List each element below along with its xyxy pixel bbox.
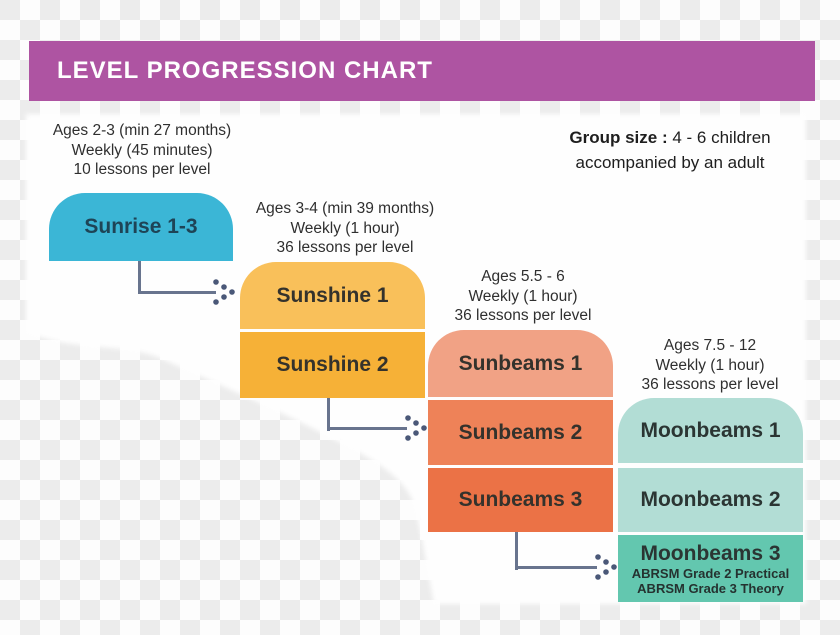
connector-vline [327, 398, 330, 431]
level-info-moonbeams: Ages 7.5 - 12 Weekly (1 hour) 36 lessons… [600, 336, 820, 395]
info-line: 36 lessons per level [454, 307, 592, 324]
level-box-label: Sunshine 2 [276, 353, 389, 376]
info-line: 10 lessons per level [73, 161, 211, 178]
level-box-label: Sunshine 1 [276, 283, 389, 307]
info-line: Ages 2-3 (min 27 months) [52, 122, 232, 139]
level-box-sunbeams-2: Sunbeams 2 [428, 400, 613, 465]
level-box-label: Sunbeams 3 [458, 488, 583, 511]
level-box-sunshine-1: Sunshine 1 [240, 262, 425, 329]
connector-hline [138, 291, 216, 294]
level-info-sunshine: Ages 3-4 (min 39 months) Weekly (1 hour)… [235, 199, 455, 258]
level-box-label: Moonbeams 1 [640, 418, 781, 442]
connector-hline [327, 427, 407, 430]
dotted-arrow-icon [595, 554, 617, 580]
level-box-label: Sunrise 1-3 [84, 215, 198, 238]
level-box-label: Sunbeams 2 [458, 420, 583, 444]
info-line: Ages 5.5 - 6 [481, 268, 565, 285]
level-info-sunrise: Ages 2-3 (min 27 months) Weekly (45 minu… [32, 121, 252, 180]
level-box-subtitle: ABRSM Grade 2 Practical [631, 565, 790, 581]
info-line: Weekly (45 minutes) [71, 141, 213, 159]
level-box-label: Moonbeams 3 [640, 541, 781, 565]
info-line: 36 lessons per level [641, 376, 779, 393]
info-line: Weekly (1 hour) [655, 356, 765, 374]
level-box-sunbeams-1: Sunbeams 1 [428, 330, 613, 397]
level-box-moonbeams-1: Moonbeams 1 [618, 398, 803, 463]
group-size-value: 4 - 6 children [672, 128, 771, 147]
level-box-sunrise-1-3: Sunrise 1-3 [49, 193, 233, 261]
connector-vline [515, 532, 518, 570]
chart-title: LEVEL PROGRESSION CHART [57, 57, 433, 84]
info-line: Weekly (1 hour) [290, 219, 400, 237]
level-info-sunbeams: Ages 5.5 - 6 Weekly (1 hour) 36 lessons … [413, 267, 633, 326]
info-line: Ages 7.5 - 12 [663, 337, 757, 354]
level-box-moonbeams-3: Moonbeams 3 ABRSM Grade 2 Practical ABRS… [618, 535, 803, 602]
level-box-sunshine-2: Sunshine 2 [240, 332, 425, 398]
dotted-arrow-icon [405, 415, 427, 441]
info-line: Ages 3-4 (min 39 months) [255, 200, 435, 217]
group-size-line2: accompanied by an adult [575, 153, 765, 172]
level-box-moonbeams-2: Moonbeams 2 [618, 468, 803, 532]
level-box-subtitle: ABRSM Grade 3 Theory [637, 580, 784, 596]
info-line: Weekly (1 hour) [468, 287, 578, 305]
connector-hline [515, 566, 597, 569]
group-size-note: Group size : 4 - 6 children accompanied … [535, 125, 805, 175]
chart-title-bar: LEVEL PROGRESSION CHART [29, 41, 815, 101]
connector-vline [138, 261, 141, 294]
level-box-label: Moonbeams 2 [640, 488, 781, 511]
level-box-label: Sunbeams 1 [458, 351, 583, 375]
level-box-sunbeams-3: Sunbeams 3 [428, 468, 613, 532]
dotted-arrow-icon [213, 279, 235, 305]
info-line: 36 lessons per level [276, 239, 414, 256]
group-size-label: Group size : [569, 128, 668, 147]
